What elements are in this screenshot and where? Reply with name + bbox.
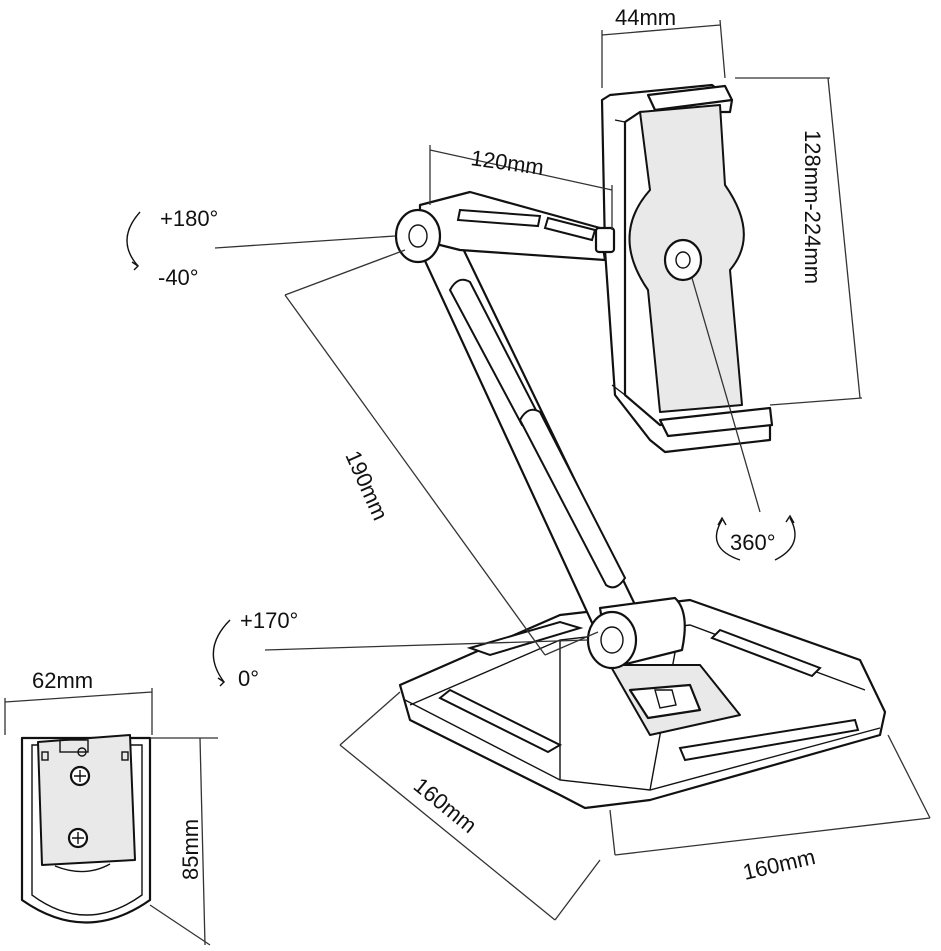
arm-length-label: 120mm [469, 145, 545, 180]
upper-joint-max-label: +180° [160, 206, 218, 231]
dimension-lines [4, 19, 931, 946]
holder-rotation-arrow-left-icon [715, 519, 741, 561]
upper-joint-min-label: -40° [158, 265, 199, 290]
lower-rotation-arrow-icon [212, 619, 231, 683]
plate-height-label: 85mm [178, 819, 203, 880]
upper-rotation-arrow-icon [126, 211, 141, 267]
holder-rotation-arrow-right-icon [774, 517, 796, 561]
pole-length-label: 190mm [340, 447, 393, 524]
lower-joint [586, 596, 686, 670]
plate-width-label: 62mm [32, 668, 93, 693]
arm [418, 190, 607, 262]
base-width-label: 160mm [741, 844, 818, 885]
lower-joint-max-label: +170° [240, 608, 298, 633]
clamp-width-label: 44mm [615, 5, 676, 30]
tablet-holder [594, 83, 774, 454]
clamp-range-label: 128mm-224mm [800, 130, 825, 284]
lower-joint-min-label: 0° [238, 666, 259, 691]
upper-joint [394, 208, 442, 264]
rotation-arrows [126, 211, 796, 687]
base [398, 598, 887, 810]
base-depth-label: 160mm [409, 772, 482, 838]
pole [418, 230, 642, 642]
holder-rotation-label: 360° [730, 530, 776, 555]
mount-plate [20, 734, 152, 924]
